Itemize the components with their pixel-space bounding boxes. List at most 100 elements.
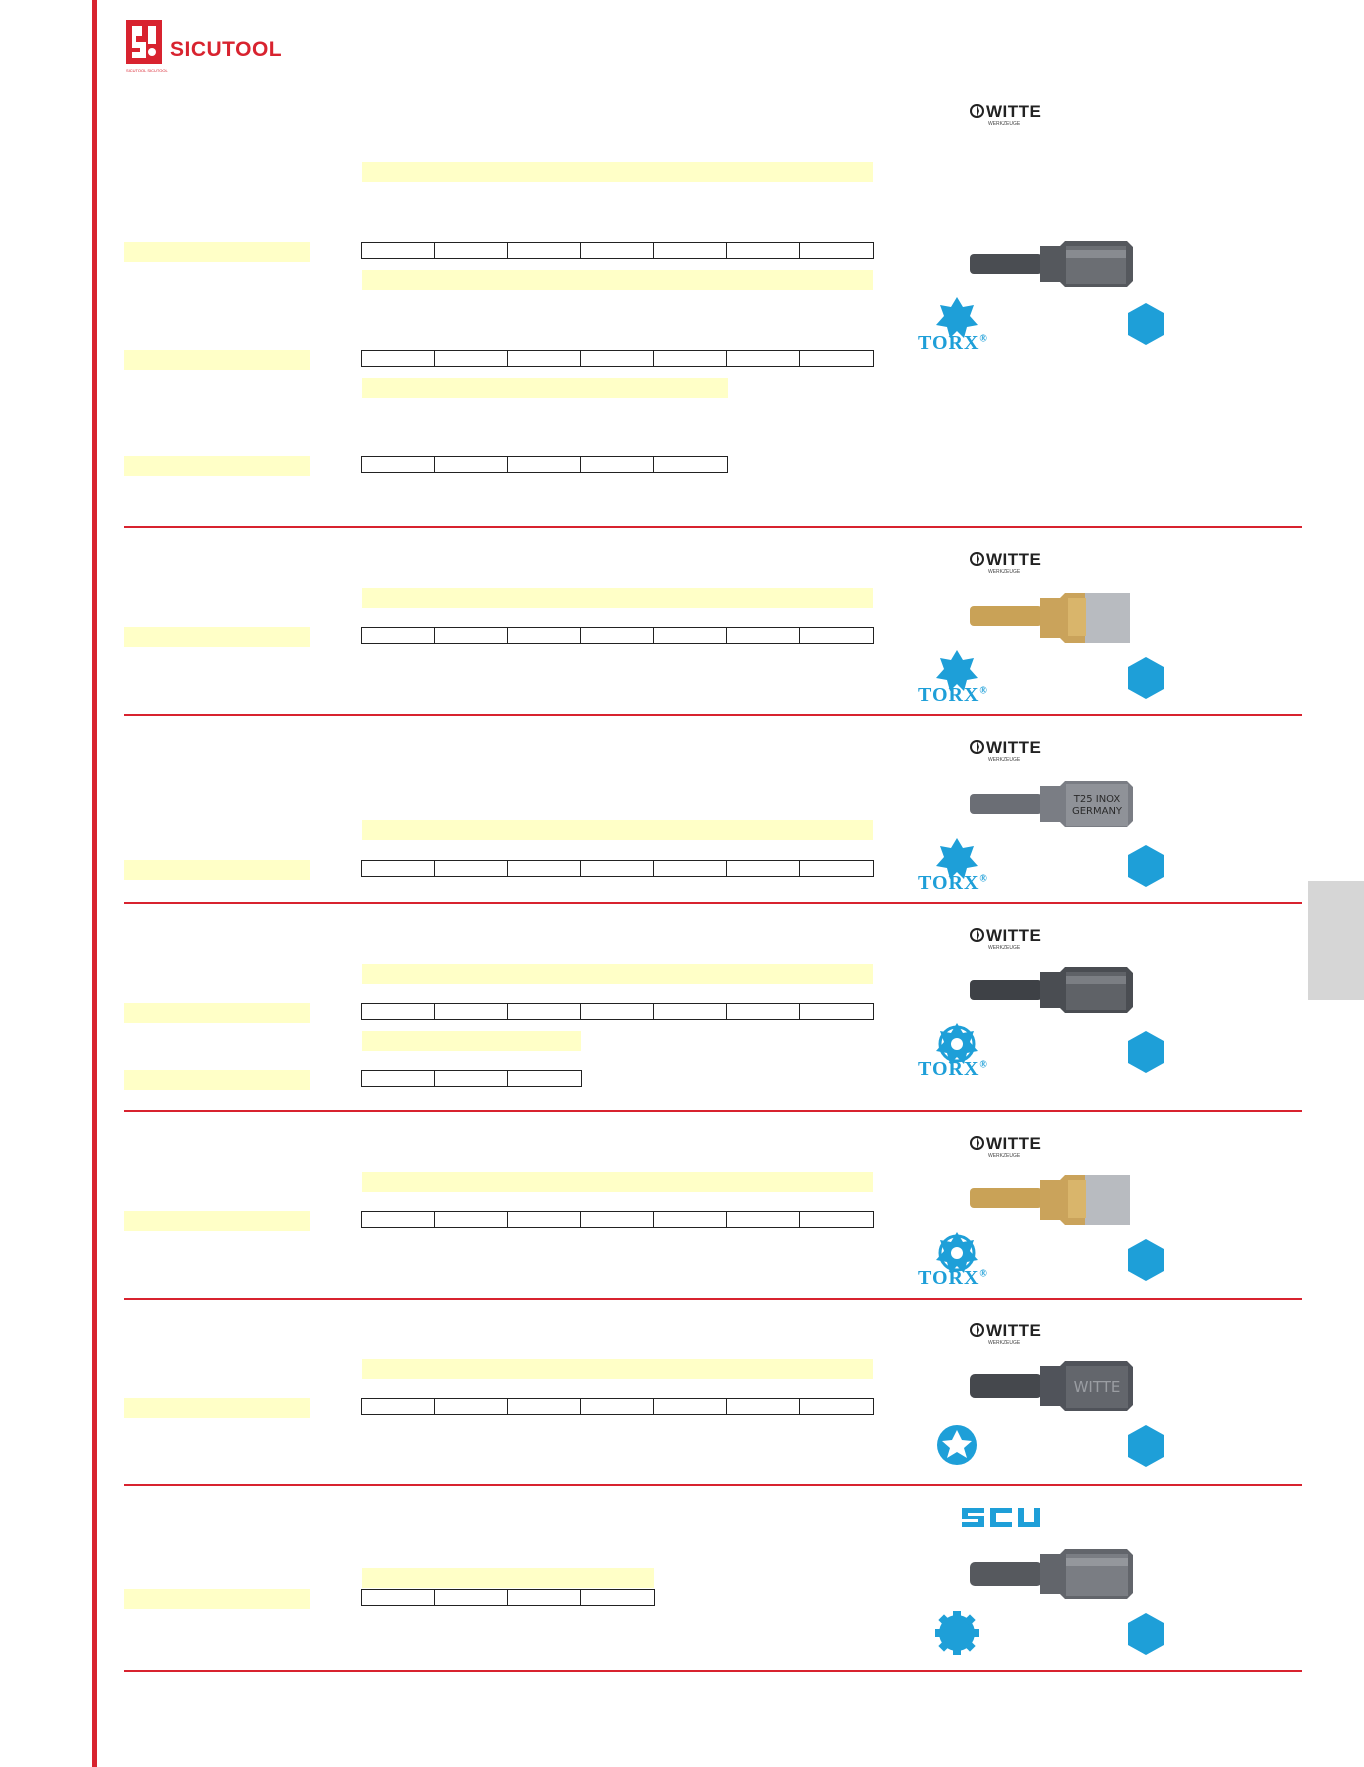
yellow-header-band	[362, 270, 873, 290]
torx-tamper-icon	[936, 1023, 978, 1064]
row-label-band	[124, 1070, 310, 1090]
hex-drive-icon	[1128, 1239, 1164, 1281]
table-row	[361, 1211, 874, 1228]
torx-tamper-icon	[936, 1232, 978, 1273]
bit-engraving-line1: WITTE	[1074, 1378, 1121, 1396]
witte-mark-icon	[970, 928, 984, 942]
witte-mark-icon	[970, 104, 984, 118]
torx-trademark: TORX®	[918, 1267, 988, 1290]
witte-logo: WITTE WERKZEUGE	[970, 1321, 1090, 1347]
torx-trademark: TORX®	[918, 684, 988, 707]
registered-mark: ®	[979, 685, 988, 697]
torx-plus-bit-icon: WITTE	[970, 1361, 1133, 1411]
scu-logo-icon	[962, 1508, 1040, 1527]
torx-star-icon	[936, 297, 978, 338]
sicutool-mark-icon	[126, 20, 162, 64]
brand-name: SICUTOOL	[170, 38, 283, 61]
row-label-band	[124, 627, 310, 647]
yellow-header-band	[362, 820, 873, 840]
witte-subtitle: WERKZEUGE	[988, 945, 1021, 951]
yellow-header-band	[362, 1359, 873, 1379]
witte-name: WITTE	[986, 1321, 1042, 1340]
torx-star-icon	[936, 838, 978, 879]
table-row	[361, 456, 728, 473]
hex-drive-icon	[1128, 1031, 1164, 1073]
side-chapter-tab[interactable]	[1308, 881, 1364, 1000]
witte-logo: WITTE WERKZEUGE	[970, 102, 1090, 128]
torx-word: TORX	[918, 684, 980, 706]
witte-logo: WITTE WERKZEUGE	[970, 738, 1090, 764]
hex-drive-icon	[1128, 657, 1164, 699]
five-lobe-icon	[937, 1425, 977, 1465]
bit-engraving-line1: T25 INOX	[1073, 794, 1121, 805]
section-divider	[124, 1670, 1302, 1672]
witte-mark-icon	[970, 740, 984, 754]
torx-word: TORX	[918, 332, 980, 354]
torx-trademark: TORX®	[918, 1058, 988, 1081]
yellow-header-band	[362, 162, 873, 182]
yellow-header-band	[362, 964, 873, 984]
witte-name: WITTE	[986, 102, 1042, 121]
registered-mark: ®	[979, 1268, 988, 1280]
row-label-band	[124, 242, 310, 262]
witte-name: WITTE	[986, 926, 1042, 945]
table-row	[361, 350, 874, 367]
row-label-band	[124, 350, 310, 370]
hex-drive-icon	[1128, 1613, 1164, 1655]
witte-logo: WITTE WERKZEUGE	[970, 550, 1090, 576]
section-divider	[124, 526, 1302, 528]
yellow-header-band	[362, 1568, 654, 1588]
sicutool-logo: SICUTOOL SICUTOOL SICUTOOL	[126, 20, 326, 74]
table-row	[361, 1589, 655, 1606]
torx-bit-gold-icon	[970, 593, 1130, 643]
brand-subtitle: SICUTOOL SICUTOOL	[126, 68, 168, 73]
witte-mark-icon	[970, 552, 984, 566]
torx-word: TORX	[918, 1058, 980, 1080]
section-divider	[124, 1110, 1302, 1112]
torx-bit-black-icon	[970, 241, 1133, 287]
registered-mark: ®	[979, 1059, 988, 1071]
torx-trademark: TORX®	[918, 332, 988, 355]
witte-logo: WITTE WERKZEUGE	[970, 1134, 1090, 1160]
yellow-header-band	[362, 1172, 873, 1192]
torx-bit-black-icon	[970, 967, 1133, 1013]
witte-mark-icon	[970, 1323, 984, 1337]
row-label-band	[124, 456, 310, 476]
witte-subtitle: WERKZEUGE	[988, 1153, 1021, 1159]
section-divider	[124, 1298, 1302, 1300]
row-label-band	[124, 1211, 310, 1231]
witte-name: WITTE	[986, 738, 1042, 757]
hex-drive-icon	[1128, 303, 1164, 345]
table-row	[361, 1003, 874, 1020]
row-label-band	[124, 860, 310, 880]
table-row	[361, 860, 874, 877]
torx-bit-inox-icon: T25 INOX GERMANY	[970, 781, 1133, 827]
torx-star-icon	[936, 650, 978, 691]
spline-icon	[935, 1611, 979, 1655]
torx-word: TORX	[918, 872, 980, 894]
table-row	[361, 1398, 874, 1415]
witte-subtitle: WERKZEUGE	[988, 757, 1021, 763]
witte-logo: WITTE WERKZEUGE	[970, 926, 1090, 952]
witte-name: WITTE	[986, 550, 1042, 569]
table-row	[361, 242, 874, 259]
torx-word: TORX	[918, 1267, 980, 1289]
section-divider	[124, 1484, 1302, 1486]
torx-trademark: TORX®	[918, 872, 988, 895]
bit-engraving-line2: GERMANY	[1072, 806, 1123, 817]
torx-bit-icon	[970, 1549, 1133, 1599]
yellow-header-band	[362, 1031, 581, 1051]
section-divider	[124, 714, 1302, 716]
yellow-header-band	[362, 588, 873, 608]
table-row	[361, 627, 874, 644]
witte-subtitle: WERKZEUGE	[988, 121, 1021, 127]
hex-drive-icon	[1128, 845, 1164, 887]
left-accent-bar	[92, 0, 97, 1767]
row-label-band	[124, 1003, 310, 1023]
row-label-band	[124, 1589, 310, 1609]
witte-mark-icon	[970, 1136, 984, 1150]
hex-drive-icon	[1128, 1425, 1164, 1467]
table-row	[361, 1070, 582, 1087]
yellow-header-band	[362, 378, 728, 398]
section-divider	[124, 902, 1302, 904]
